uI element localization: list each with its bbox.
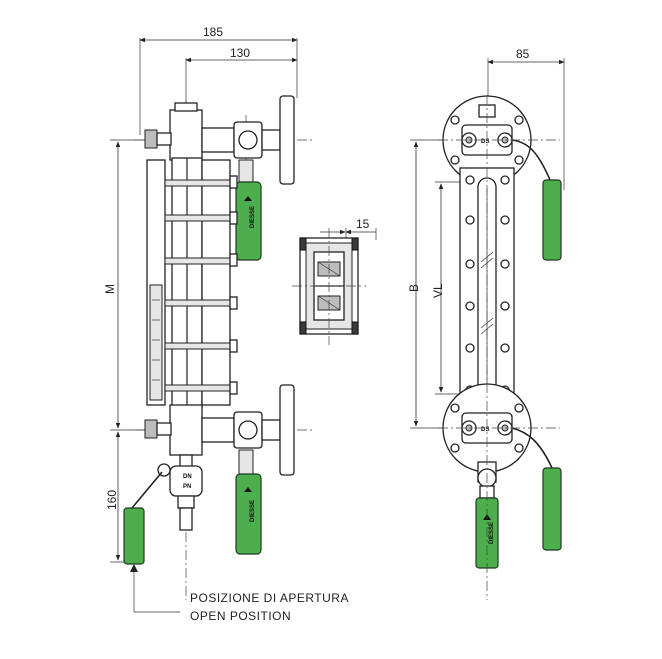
top-handle (235, 181, 262, 261)
bolt-heads (229, 175, 238, 395)
front-view: 85 B VL DS (407, 47, 565, 600)
arrow-up-icon (244, 196, 252, 201)
top-block-mark: DS (481, 139, 489, 145)
drain-handle (123, 507, 145, 565)
dimension-160: 160 (105, 490, 119, 510)
dimension-15: 15 (356, 217, 370, 231)
front-drain-brand: DIESSE (489, 522, 495, 544)
front-bottom-handle (542, 467, 562, 551)
dimension-85: 85 (516, 47, 530, 61)
bottom-handle-brand: DIESSE (250, 500, 256, 522)
front-top-handle (542, 179, 562, 261)
dimension-130: 130 (230, 46, 250, 60)
dimension-VL: VL (431, 283, 445, 298)
dimension-185: 185 (203, 25, 223, 39)
drain-mark-1: DN (183, 474, 192, 480)
section-detail: 15 (292, 217, 377, 345)
side-view: 185 130 M 160 (103, 25, 349, 623)
dimension-M: M (103, 284, 117, 294)
caption-italian: POSIZIONE DI APERTURA (190, 591, 349, 605)
bottom-block-mark: DS (481, 427, 489, 433)
drain-mark-2: PN (183, 484, 191, 490)
bottom-handle (235, 473, 262, 555)
caption-english: OPEN POSITION (190, 609, 291, 623)
dimension-B: B (407, 284, 421, 292)
top-handle-brand: DIESSE (250, 206, 256, 228)
arrow-up-icon (244, 487, 252, 492)
scale-markings (152, 299, 160, 381)
